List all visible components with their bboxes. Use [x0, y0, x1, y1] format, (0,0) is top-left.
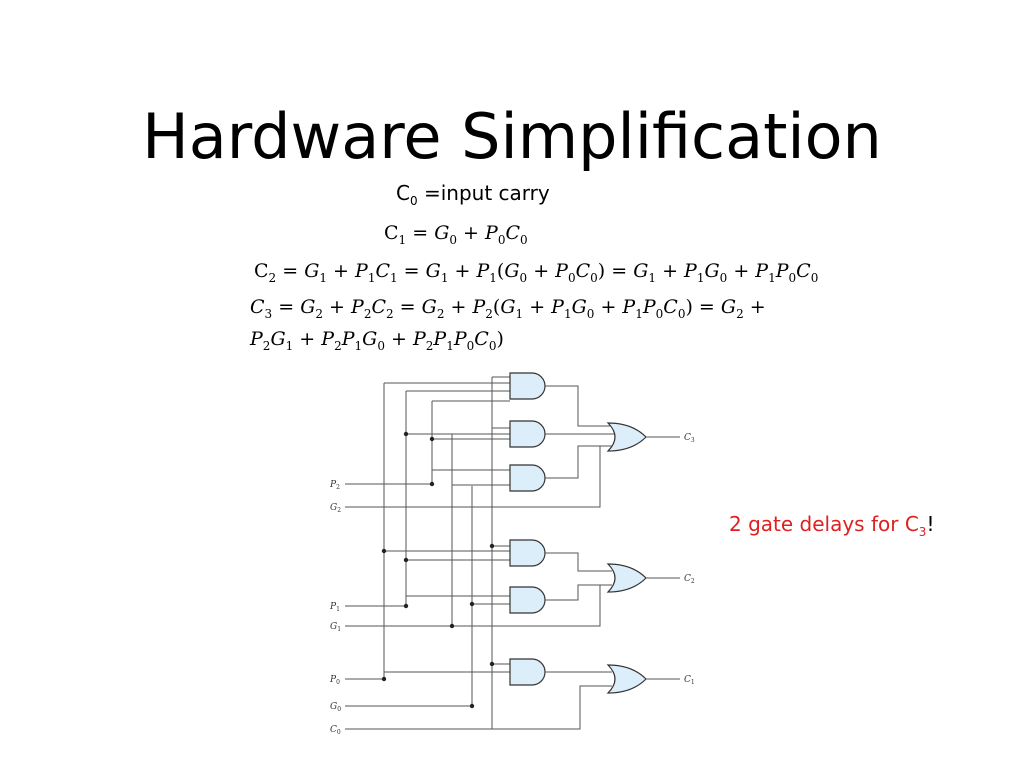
label-c0: C0 [330, 725, 341, 736]
gate-delay-note: 2 gate delays for C3! [729, 512, 934, 539]
output-wires [646, 436, 680, 680]
equation-c3-line2: P2G1 + P2P1G0 + P2P1P0C0) [250, 328, 504, 353]
label-g0: G0 [330, 702, 341, 713]
equation-c3-line1: C3 = G2 + P2C2 = G2 + P2(G1 + P1G0 + P1P… [250, 296, 766, 321]
and-gates [509, 372, 546, 686]
or-gate-c3 [606, 422, 647, 452]
equation-c0: C0 =input carry [396, 181, 550, 208]
and-input-wires [384, 376, 510, 673]
and-gate-1 [509, 372, 546, 400]
and-gate-5 [509, 586, 546, 614]
or-gates [606, 422, 647, 694]
output-labels: C3 C2 C1 [684, 433, 695, 686]
or-gate-c1 [606, 664, 647, 694]
and-gate-6 [509, 658, 546, 686]
c0-symbol: C [396, 181, 410, 205]
equation-c1: C1 = G0 + P0C0 [384, 222, 528, 247]
vertical-buses [383, 377, 493, 729]
junction-dots [381, 431, 495, 709]
label-g1: G1 [330, 622, 341, 633]
equation-c2: C2 = G1 + P1C1 = G1 + P1(G0 + P0C0) = G1… [254, 260, 819, 285]
note-suffix: ! [926, 512, 935, 536]
and-gate-2 [509, 420, 546, 448]
slide-title: Hardware Simplification [142, 99, 882, 173]
or-gate-c2 [606, 563, 647, 593]
label-p0: P0 [329, 675, 340, 686]
note-text: 2 gate delays for C [729, 512, 919, 536]
label-c3: C3 [684, 433, 695, 444]
label-c2: C2 [684, 574, 695, 585]
label-g2: G2 [330, 503, 341, 514]
label-p1: P1 [329, 602, 340, 613]
input-labels: P2 G2 P1 G1 P0 G0 C0 [329, 480, 341, 736]
label-p2: P2 [329, 480, 340, 491]
and-gate-4 [509, 539, 546, 567]
label-c1: C1 [684, 675, 695, 686]
and-to-or-wires [492, 385, 615, 730]
note-subscript: 3 [918, 525, 927, 539]
c0-text: =input carry [417, 181, 550, 205]
and-gate-3 [509, 464, 546, 492]
c0-subscript: 0 [409, 194, 418, 208]
